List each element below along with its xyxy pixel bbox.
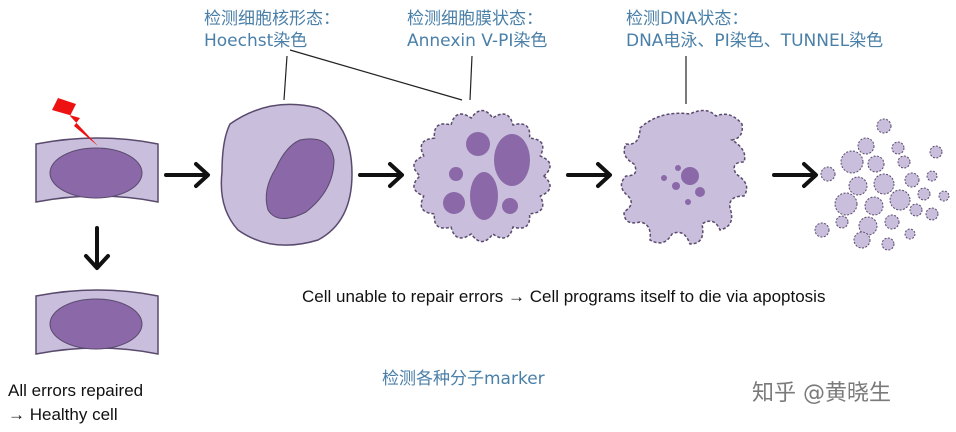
apoptotic-body <box>848 176 868 196</box>
annotation-lines <box>283 49 687 104</box>
apoptotic-body <box>909 203 923 217</box>
down-arrow-icon <box>84 226 110 270</box>
right-arrow-icon-1 <box>164 162 210 188</box>
healthy-caption-line1: All errors repaired <box>8 381 143 400</box>
right-arrow-icon-3 <box>566 162 612 188</box>
nucleus-fragment <box>470 172 498 220</box>
dna-fragment <box>685 199 691 205</box>
pointer-line-nucleus <box>283 55 288 101</box>
right-arrow-icon-2 <box>358 162 404 188</box>
watermark: 知乎 @黄晓生 <box>752 381 891 406</box>
marker-caption: 检测各种分子marker <box>382 369 545 389</box>
apoptotic-body <box>835 215 849 229</box>
apoptotic-body <box>884 214 900 230</box>
apoptotic-body <box>857 137 875 155</box>
dna-fragment <box>681 167 699 185</box>
nucleus <box>265 138 335 219</box>
nucleus-fragment <box>466 132 490 156</box>
apoptotic-body <box>917 187 931 201</box>
pointer-line-membrane <box>469 55 473 101</box>
apoptotic-body <box>897 155 911 169</box>
apoptotic-body <box>929 145 943 159</box>
damage-bolt-icon <box>52 98 98 146</box>
nucleus-fragment <box>443 192 465 214</box>
dna-fragment <box>695 187 705 197</box>
nucleus-fragment <box>449 167 463 181</box>
nucleus-label-title: 检测细胞核形态： <box>204 9 340 29</box>
apoptotic-body <box>867 155 885 173</box>
apoptotic-body <box>889 189 911 211</box>
membrane-label-title: 检测细胞膜状态： <box>407 9 543 29</box>
apoptotic-bodies <box>814 118 950 251</box>
fragmenting-cell <box>620 109 748 245</box>
dna-fragment <box>661 175 667 181</box>
membrane-label-method: Annexin V-PI染色 <box>407 31 547 51</box>
healthy-cell <box>35 289 159 355</box>
nucleus-label-method: Hoechst染色 <box>204 31 307 51</box>
apoptotic-body <box>853 231 871 249</box>
apoptotic-body <box>840 150 864 174</box>
dna-label-title: 检测DNA状态： <box>626 9 748 29</box>
apoptotic-body <box>873 173 895 195</box>
dna-fragment <box>672 182 680 190</box>
pathway-caption: Cell unable to repair errors → Cell prog… <box>302 287 825 306</box>
apoptotic-body <box>938 190 950 202</box>
pointer-line-nucleus-2 <box>289 49 463 101</box>
nucleus <box>49 147 143 199</box>
dna-label-method: DNA电泳、PI染色、TUNNEL染色 <box>626 31 883 51</box>
apoptotic-body <box>904 228 916 240</box>
apoptotic-body <box>926 170 938 182</box>
apoptotic-body <box>904 172 920 188</box>
shrinking-cell <box>220 103 353 246</box>
blebbing-cell <box>413 109 551 243</box>
nucleus <box>49 298 143 350</box>
apoptotic-body <box>881 237 895 251</box>
apoptotic-body <box>925 207 939 221</box>
dna-fragment <box>675 165 681 171</box>
right-arrow-icon-4 <box>772 162 818 188</box>
damaged-cell <box>35 98 159 203</box>
apoptotic-body <box>864 196 884 216</box>
apoptotic-body <box>891 141 905 155</box>
healthy-caption-line2: → Healthy cell <box>8 405 118 424</box>
apoptotic-body <box>814 222 830 238</box>
nucleus-fragment <box>494 134 530 186</box>
nucleus-fragment <box>502 198 518 214</box>
apoptotic-body <box>876 118 892 134</box>
apoptotic-body <box>834 192 858 216</box>
apoptotic-body <box>820 166 836 182</box>
